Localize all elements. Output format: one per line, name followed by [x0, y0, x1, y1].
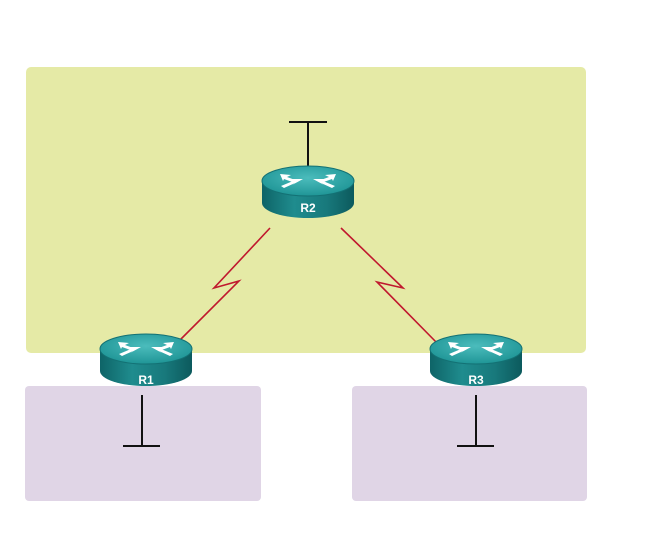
router-r1-label: R1: [138, 373, 154, 387]
serial-link-r2-r1: [175, 227, 271, 345]
router-r2-label: R2: [300, 201, 316, 215]
router-r1[interactable]: R1: [99, 333, 193, 387]
area-bottom-right: [352, 386, 587, 501]
lan-segment-r3: [457, 395, 494, 447]
router-r3[interactable]: R3: [429, 333, 523, 387]
serial-link-r2-r3: [340, 227, 439, 345]
lan-segment-r1: [123, 395, 160, 447]
router-r3-label: R3: [468, 373, 484, 387]
router-r2[interactable]: R2: [261, 165, 355, 219]
